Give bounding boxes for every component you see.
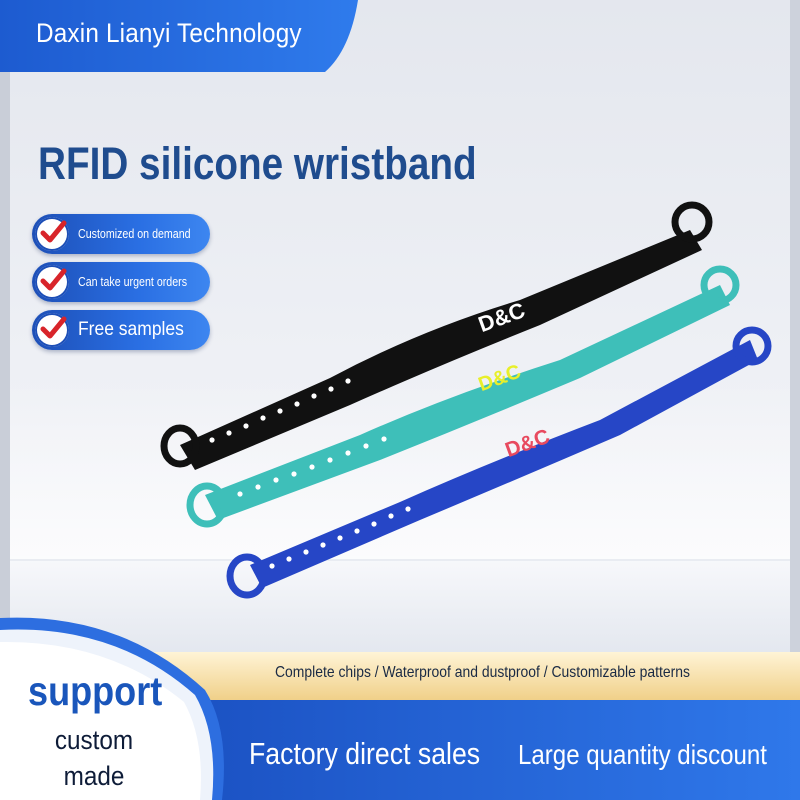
custom-line-1: custom: [54, 725, 134, 755]
feature-label: Customized on demand: [78, 226, 191, 241]
large-quantity-discount: Large quantity discount: [518, 739, 767, 770]
feature-pill-customized: Customized on demand: [32, 214, 210, 254]
feature-label: Free samples: [78, 319, 184, 340]
feature-pill-urgent-orders: Can take urgent orders: [32, 262, 210, 302]
page-title: RFID silicone wristband: [38, 138, 477, 189]
wristband-black: D&C: [160, 201, 713, 470]
support-heading: support: [28, 668, 163, 714]
check-icon: [35, 265, 69, 299]
brand-name: Daxin Lianyi Technology: [36, 18, 302, 48]
check-icon: [35, 217, 69, 251]
custom-made-text: custom made: [36, 722, 151, 794]
check-icon: [35, 313, 69, 347]
wristband-teal: D&C: [186, 265, 740, 528]
wristband-blue: D&C: [226, 326, 772, 599]
factory-direct-sales: Factory direct sales: [249, 736, 481, 771]
feature-label: Can take urgent orders: [78, 274, 188, 289]
custom-line-2: made: [63, 761, 125, 791]
feature-pill-free-samples: Free samples: [32, 310, 210, 350]
specs-tagline: Complete chips / Waterproof and dustproo…: [275, 664, 690, 681]
